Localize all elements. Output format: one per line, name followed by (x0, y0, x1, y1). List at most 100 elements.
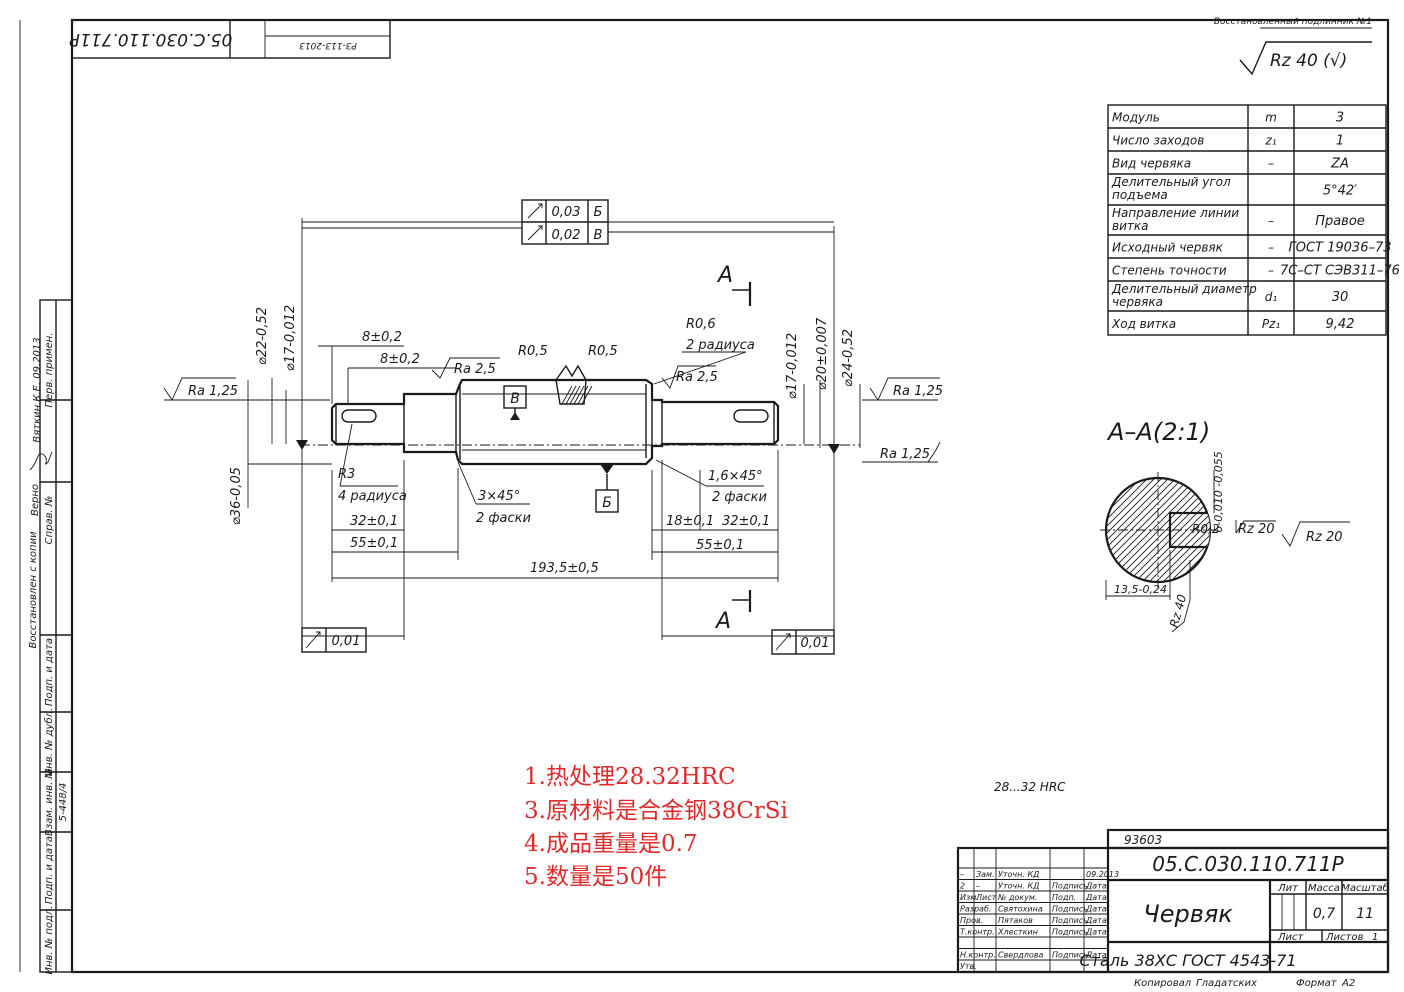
strip-restored: Восстановлен с копии (28, 531, 39, 649)
param-symbol: – (1268, 157, 1274, 171)
datum-b-label: В (510, 391, 520, 407)
tb-cell: Лист (975, 893, 997, 902)
tb-cell: Хлесткин (997, 928, 1038, 937)
param-value: 1 (1336, 134, 1344, 149)
strip-inv-dub: Инв. № дубл. (43, 708, 55, 776)
tb-cell: Святохина (998, 905, 1043, 914)
ra125-right-bottom: Ra 1,25 (880, 447, 930, 462)
tb-cell: Подп. (1052, 893, 1076, 902)
ra25-left: Ra 2,5 (454, 362, 496, 377)
tol-top1-value: 0,03 (552, 205, 581, 220)
tol-top2-value: 0,02 (552, 228, 581, 243)
dim-r06-note: 2 радиуса (686, 338, 755, 353)
tb-header-code: 93603 (1124, 833, 1162, 847)
tb-cell: Разраб. (960, 905, 991, 914)
tb-format-label: Формат (1296, 978, 1338, 989)
datum-markers: В Б (296, 385, 840, 513)
tb-cell: 09.2013 (1086, 870, 1119, 879)
corner-stamp-code: 05.С.030.110.711Р (69, 29, 232, 49)
tb-cell: Свердлова (998, 951, 1044, 960)
dim-ch16: 1,6×45° (708, 469, 763, 484)
hardness-note: 28...32 HRC (994, 780, 1066, 794)
dim-ch16-note: 2 фаски (712, 490, 767, 505)
param-symbol: – (1268, 214, 1274, 228)
tb-cell: Подпись (1052, 905, 1088, 914)
param-symbol: – (1268, 264, 1274, 278)
tb-cell: Дата (1085, 951, 1107, 960)
param-symbol: d₁ (1265, 290, 1278, 304)
dim-55a: 55±0,1 (350, 536, 398, 551)
dim-r05a: R0,5 (518, 344, 548, 359)
ra25-right: Ra 2,5 (676, 370, 718, 385)
roughness-symbols: Ra 1,25 Ra 1,25 Ra 1,25 Ra 2,5 Ra 2,5 (163, 362, 943, 463)
strip-ref-no: Справ. № (44, 496, 55, 545)
dim-ch3-note: 2 фаски (476, 511, 531, 526)
general-roughness-label: Rz 40 (√) (1270, 51, 1347, 71)
tb-cell: Дата (1085, 905, 1107, 914)
corner-stamp-ref: РЗ-113-2013 (299, 40, 357, 50)
param-name: Степень точности (1112, 264, 1227, 278)
tb-col-mass: Масса (1308, 883, 1340, 894)
note-5: 5.数量是50件 (524, 864, 667, 890)
dimension-lines (164, 218, 938, 652)
param-symbol: – (1268, 241, 1274, 255)
general-roughness: Rz 40 (√) (1239, 41, 1372, 76)
strip-sign-date1: Подп. и дата (44, 638, 55, 706)
tb-sheets: 1 (1372, 932, 1378, 943)
tb-cell: Зам. (976, 870, 995, 879)
param-symbol: m (1265, 111, 1277, 125)
tb-sheets-label: Листов (1325, 932, 1363, 943)
tb-material: Сталь 38ХС ГОСТ 4543-71 (1079, 951, 1296, 970)
param-name: Ход витка (1111, 317, 1176, 331)
tb-cell: Уточн. КД (998, 870, 1039, 879)
strip-copy-author: Вяткин К.Е. 09.2013 (32, 337, 43, 442)
param-value: ZA (1330, 157, 1349, 172)
tb-cell: Дата (1085, 882, 1107, 891)
section-roughness-2: Rz 20 (1306, 530, 1343, 545)
note-3: 3.原材料是合金钢38CrSi (524, 798, 788, 824)
datum-bb-label: Б (602, 495, 612, 511)
tb-cell: № докум. (997, 893, 1037, 902)
tb-cell: Подпись (1052, 882, 1088, 891)
tb-cell: 2 (960, 882, 965, 891)
param-symbol: Pz₁ (1262, 317, 1281, 331)
dim-32a: 32±0,1 (350, 514, 398, 529)
tb-cell: Пятаков (998, 916, 1033, 925)
strip-inv-replace: Взам. инв. № (44, 768, 55, 836)
strip-inv-orig: Инв. № подл. (44, 906, 55, 975)
section-width-dim: 13,5-0,24 (1114, 583, 1167, 596)
dim-d17a: ⌀17-0,012 (283, 305, 298, 371)
tb-cell: Т.контр. (960, 928, 995, 937)
dim-32b: 32±0,1 (722, 514, 770, 529)
dim-8a: 8±0,2 (362, 330, 402, 345)
tb-mass: 0,7 (1313, 906, 1335, 922)
tb-copied-by: Копировал (1134, 978, 1192, 989)
section-a-a: А–А(2:1) R0,2 Rz 20 Rz 20 6-0,010 -0,055… (1100, 418, 1350, 633)
section-title: А–А(2:1) (1106, 418, 1210, 446)
dim-r3: R3 (338, 467, 355, 482)
ra125-left: Ra 1,25 (188, 384, 238, 399)
strip-sign-date2: Подп. и дата (44, 836, 55, 904)
dim-1935: 193,5±0,5 (530, 561, 599, 576)
section-depth-dim: 6-0,010 -0,055 (1212, 451, 1225, 532)
param-value: 3 (1336, 111, 1344, 126)
dim-r05b: R0,5 (588, 344, 618, 359)
param-name: Исходный червяк (1112, 241, 1224, 255)
tol-bottom-left-value: 0,01 (332, 634, 361, 649)
notes-list: 1.热处理28.32HRC 3.原材料是合金钢38CrSi 4.成品重量是0.7… (524, 764, 788, 890)
dim-r06: R0,6 (686, 317, 716, 332)
strip-replace-no: 5-448/4 (58, 783, 69, 822)
section-roughness-1: Rz 20 (1238, 522, 1275, 537)
tb-cell: Утв. (960, 962, 977, 971)
tol-top1-base: Б (594, 205, 603, 220)
tb-cell: – (976, 882, 980, 891)
dim-d36: ⌀36-0,05 (229, 467, 244, 525)
tb-sheet-label: Лист (1277, 932, 1305, 943)
param-value: 5°42′ (1323, 184, 1357, 199)
section-marker-top: А (716, 263, 733, 288)
section-radius: R0,2 (1192, 522, 1219, 536)
tb-cell: Подпись (1052, 928, 1088, 937)
param-name: Модуль (1112, 111, 1160, 125)
